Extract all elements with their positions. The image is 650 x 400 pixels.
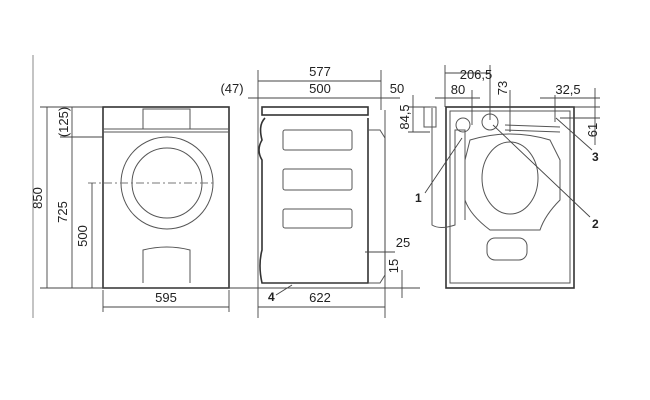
dim-577: 577 [309,64,331,79]
dim-50: 50 [390,81,404,96]
dim-73: 73 [495,81,510,95]
callout-1: 1 [415,191,422,205]
drum-rear [481,141,539,215]
front-view: 850 725 (125) 500 595 [30,106,240,312]
rear-panel [368,129,386,284]
callout-4: 4 [268,290,275,304]
callout-2: 2 [592,217,599,231]
dim-725: 725 [55,201,70,223]
dim-32-5: 32,5 [555,82,580,97]
drain-hose [431,108,466,228]
rear-view: 206,5 80 73 84,5 32,5 61 1 2 3 [397,65,600,289]
front-body-outline [102,106,230,289]
dim-47: (47) [220,81,243,96]
dim-622: 622 [309,290,331,305]
dim-206-5: 206,5 [460,67,493,82]
dim-500-depth: 500 [309,81,331,96]
service-flap [142,246,191,283]
callout-3: 3 [592,150,599,164]
dim-850: 850 [30,187,45,209]
dim-61: 61 [585,123,600,137]
side-body-outline [258,117,369,284]
dim-84-5: 84,5 [397,104,412,129]
side-top-lid [261,106,369,116]
dim-500-height: 500 [75,225,90,247]
door-outer [120,136,214,230]
detergent-drawer [142,108,191,130]
side-view: 577 500 (47) 50 622 25 15 4 [220,64,420,318]
dim-15: 15 [386,259,401,273]
dim-25: 25 [396,235,410,250]
dim-125: (125) [56,107,71,137]
dim-595: 595 [155,290,177,305]
dim-80: 80 [451,82,465,97]
